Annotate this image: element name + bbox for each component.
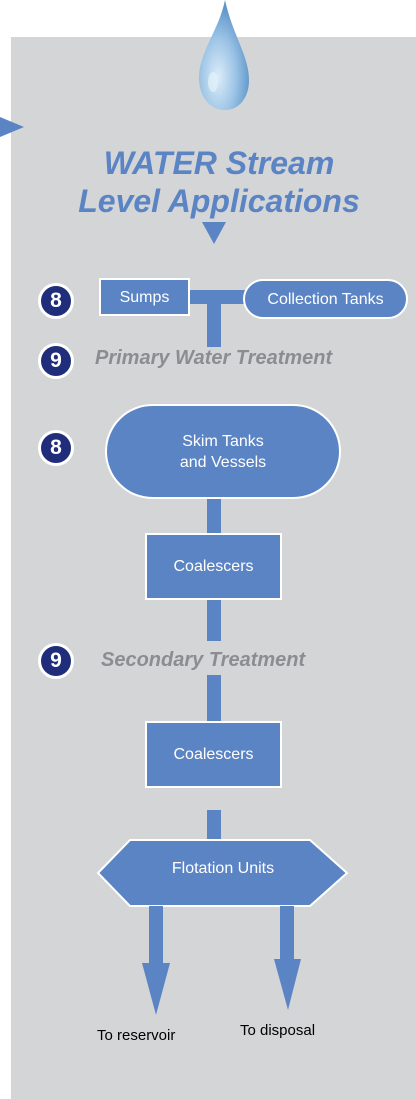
badge-skim: 8 — [38, 430, 74, 466]
section-primary-treatment: Primary Water Treatment — [95, 347, 333, 369]
reservoir-arrow-shaft — [149, 906, 163, 964]
node-flotation-units: Flotation Units — [171, 860, 275, 877]
output-to-reservoir: To reservoir — [97, 1027, 176, 1044]
trunk-3 — [207, 598, 221, 641]
skim-tanks-line-2: and Vessels — [179, 453, 267, 471]
trunk-2 — [207, 498, 221, 536]
node-skim-tanks: Skim Tanks and Vessels — [105, 404, 341, 499]
title-line-2: Level Applications — [78, 183, 360, 219]
node-coalescers-1: Coalescers — [145, 533, 282, 600]
badge-sumps: 8 — [38, 283, 74, 319]
section-secondary-treatment: Secondary Treatment — [101, 649, 306, 671]
disposal-arrow-head — [274, 959, 301, 1010]
output-to-disposal: To disposal — [240, 1022, 316, 1039]
node-coalescers-2: Coalescers — [145, 721, 282, 788]
trunk-4 — [207, 675, 221, 723]
flotation-units-shape — [96, 839, 349, 907]
disposal-arrow-shaft — [280, 906, 294, 960]
badge-primary: 9 — [38, 343, 74, 379]
badge-secondary: 9 — [38, 643, 74, 679]
node-sumps: Sumps — [99, 278, 190, 316]
arrow-right-icon — [0, 117, 24, 137]
reservoir-arrow-head — [142, 963, 170, 1015]
node-collection-tanks: Collection Tanks — [243, 279, 408, 319]
water-drop-icon — [199, 0, 249, 110]
trunk-1 — [207, 290, 221, 347]
down-arrow — [202, 222, 226, 244]
skim-tanks-line-1: Skim Tanks — [182, 432, 264, 450]
title-line-1: WATER Stream — [103, 145, 335, 181]
trunk-5 — [207, 810, 221, 840]
